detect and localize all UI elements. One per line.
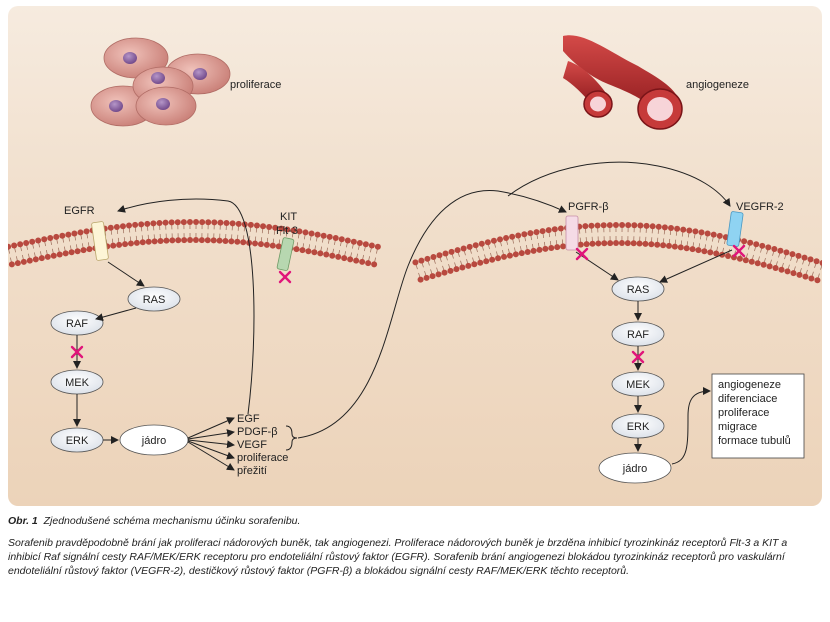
sorafenib-diagram: proliferace angiogeneze EGFR KIT Flt-3 P… [8,35,822,484]
caption-body: Sorafenib pravděpodobně brání jak prolif… [8,537,788,577]
right-nucleus-node: jádro [598,452,672,484]
label-egfr: EGFR [64,205,95,217]
caption-title: Zjednodušené schéma mechanismu účinku so… [43,515,301,527]
label-angiogeneze-top: angiogeneze [686,79,749,91]
svg-text:ERK: ERK [66,435,89,447]
svg-text:RAS: RAS [627,284,650,296]
output-bracket [285,425,298,451]
cell-membrane-right [412,222,822,284]
svg-text:ERK: ERK [627,421,650,433]
label-kit: KIT [280,211,297,223]
label-vegfr2: VEGFR-2 [736,201,784,213]
svg-text:jádro: jádro [141,435,166,447]
inhibitor-x-pgfr [575,247,589,261]
outcomes-box [711,373,805,459]
inhibitor-x-vegfr2 [732,244,746,258]
left-output-proliferace: proliferace [237,452,288,464]
left-mek-node: MEK [50,369,104,395]
diagram-panel: proliferace angiogeneze EGFR KIT Flt-3 P… [8,6,822,506]
outcome-proliferace: proliferace [718,407,769,419]
svg-text:jádro: jádro [622,463,647,475]
label-proliferace-top: proliferace [230,79,281,91]
tumor-cells-icon [90,37,231,127]
left-erk-node: ERK [50,427,104,453]
svg-text:RAF: RAF [66,318,88,330]
caption-title-line: Obr. 1 Zjednodušené schéma mechanismu úč… [8,514,822,528]
kit-flt3-receptor [276,237,295,271]
outcome-formace-tubulu: formace tubulů [718,435,791,447]
caption-figure-number: Obr. 1 [8,515,38,527]
inhibitor-x-kit [278,270,292,284]
blood-vessel-icon [563,35,683,130]
pgfr-receptor [565,215,579,251]
outcome-angiogeneze: angiogeneze [718,379,781,391]
vegfr2-receptor [726,211,744,247]
right-pathway-arrows [575,249,733,465]
cell-membrane-left [8,219,381,268]
outcome-migrace: migrace [718,421,757,433]
label-flt3: Flt-3 [276,225,298,237]
figure-caption: Obr. 1 Zjednodušené schéma mechanismu úč… [8,514,822,578]
right-erk-node: ERK [611,413,665,439]
svg-text:RAF: RAF [627,329,649,341]
left-output-pdgf: PDGF-β [237,426,278,438]
svg-text:MEK: MEK [626,379,651,391]
inhibitor-x-right-raf [631,350,645,364]
left-output-egf: EGF [237,413,260,425]
svg-text:RAS: RAS [143,294,166,306]
svg-text:MEK: MEK [65,377,90,389]
label-pgfr: PGFR-β [568,201,609,213]
right-ras-node: RAS [611,276,665,302]
left-output-preziti: přežití [237,465,267,477]
left-raf-node: RAF [50,310,104,336]
right-raf-node: RAF [611,321,665,347]
left-output-vegf: VEGF [237,439,267,451]
outcome-diferenciace: diferenciace [718,393,777,405]
left-ras-node: RAS [127,286,181,312]
left-nucleus-node: jádro [119,424,189,456]
inhibitor-x-left-raf [70,345,84,359]
right-mek-node: MEK [611,371,665,397]
egfr-receptor [91,221,109,261]
left-pathway-arrows [73,161,731,471]
